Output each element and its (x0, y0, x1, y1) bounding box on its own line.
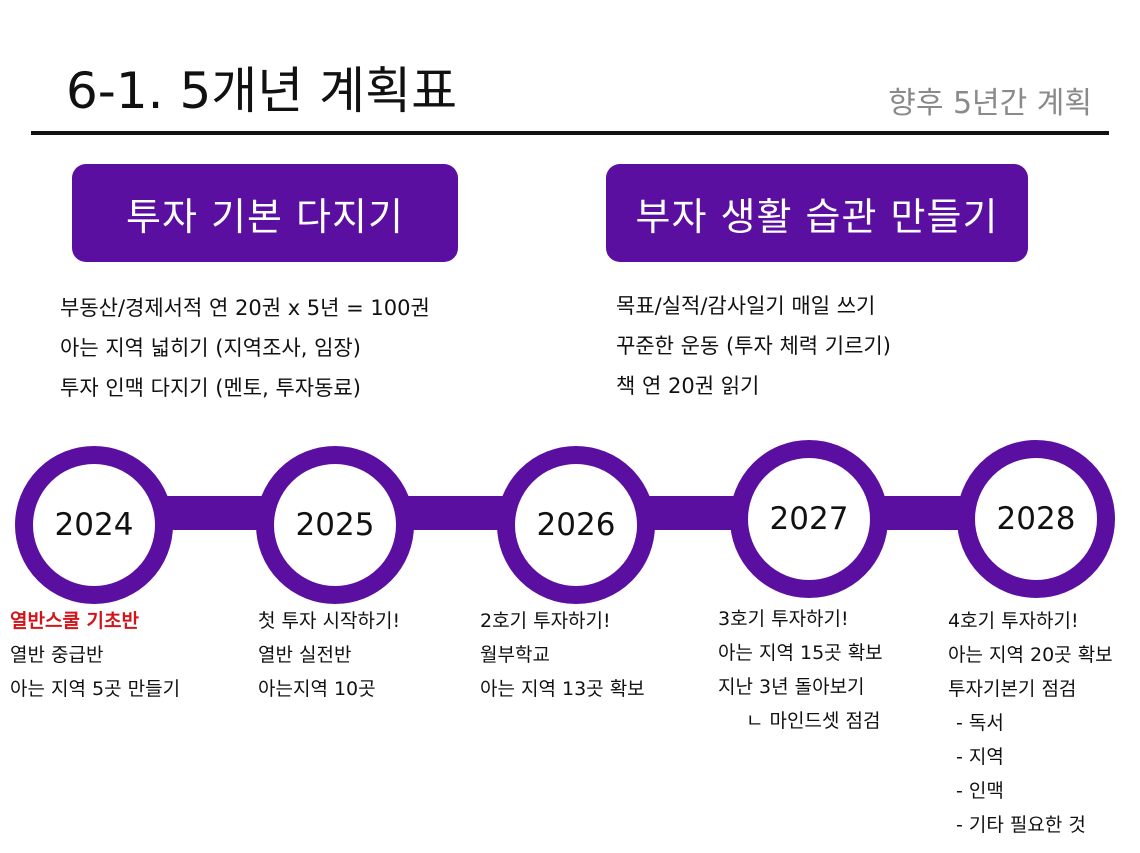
note-item: 2호기 투자하기! (480, 610, 611, 632)
goal-item: 부동산/경제서적 연 20권 x 5년 = 100권 (60, 296, 430, 320)
page-subtitle: 향후 5년간 계획 (888, 86, 1092, 121)
note-item: - 독서 (956, 712, 1004, 734)
note-item: 열반 실전반 (258, 644, 352, 666)
note-item: 투자기본기 점검 (948, 678, 1077, 700)
theme-box-wealth-habits: 부자 생활 습관 만들기 (606, 164, 1028, 262)
theme-box-investment-basics: 투자 기본 다지기 (72, 164, 458, 262)
wealth-habits-goals: 목표/실적/감사일기 매일 쓰기 꾸준한 운동 (투자 체력 기르기) 책 연 … (616, 286, 891, 406)
note-item: 아는 지역 13곳 확보 (480, 678, 645, 700)
note-item: 아는 지역 20곳 확보 (948, 644, 1113, 666)
year-notes-2027: 3호기 투자하기! 아는 지역 15곳 확보 지난 3년 돌아보기 ㄴ 마인드셋… (718, 602, 883, 738)
note-item: 3호기 투자하기! (718, 608, 849, 630)
year-circle-2028: 2028 (957, 440, 1115, 598)
note-item: 열반 중급반 (10, 644, 104, 666)
note-item: 아는지역 10곳 (258, 678, 376, 700)
goal-item: 투자 인맥 다지기 (멘토, 투자동료) (60, 376, 361, 400)
note-item: 아는 지역 5곳 만들기 (10, 678, 181, 700)
note-item: 4호기 투자하기! (948, 610, 1079, 632)
title-divider (31, 131, 1109, 135)
year-notes-2028: 4호기 투자하기! 아는 지역 20곳 확보 투자기본기 점검 - 독서 - 지… (948, 604, 1113, 842)
goal-item: 꾸준한 운동 (투자 체력 기르기) (616, 334, 891, 358)
year-label: 2026 (536, 507, 616, 543)
year-label: 2027 (769, 501, 849, 537)
goal-item: 목표/실적/감사일기 매일 쓰기 (616, 294, 876, 318)
note-item: - 인맥 (956, 780, 1004, 802)
year-circle-2025: 2025 (256, 446, 414, 604)
year-label: 2024 (54, 507, 134, 543)
goal-item: 책 연 20권 읽기 (616, 374, 760, 398)
note-item: 아는 지역 15곳 확보 (718, 642, 883, 664)
year-notes-2026: 2호기 투자하기! 월부학교 아는 지역 13곳 확보 (480, 604, 645, 706)
year-circle-2024: 2024 (15, 446, 173, 604)
year-circle-2027: 2027 (730, 440, 888, 598)
note-item: 지난 3년 돌아보기 (718, 676, 865, 698)
year-label: 2025 (295, 507, 375, 543)
note-item: 첫 투자 시작하기! (258, 610, 401, 632)
year-notes-2025: 첫 투자 시작하기! 열반 실전반 아는지역 10곳 (258, 604, 400, 706)
goal-item: 아는 지역 넓히기 (지역조사, 임장) (60, 336, 361, 360)
note-item: 열반스쿨 기초반 (10, 610, 139, 632)
note-item: ㄴ 마인드셋 점검 (746, 710, 881, 732)
note-item: 월부학교 (480, 644, 550, 666)
year-notes-2024: 열반스쿨 기초반 열반 중급반 아는 지역 5곳 만들기 (10, 604, 180, 706)
note-item: - 지역 (956, 746, 1004, 768)
year-label: 2028 (996, 501, 1076, 537)
year-circle-2026: 2026 (497, 446, 655, 604)
investment-basics-goals: 부동산/경제서적 연 20권 x 5년 = 100권 아는 지역 넓히기 (지역… (60, 288, 430, 408)
note-item: - 기타 필요한 것 (956, 814, 1086, 836)
page-title: 6-1. 5개년 계획표 (66, 62, 458, 120)
